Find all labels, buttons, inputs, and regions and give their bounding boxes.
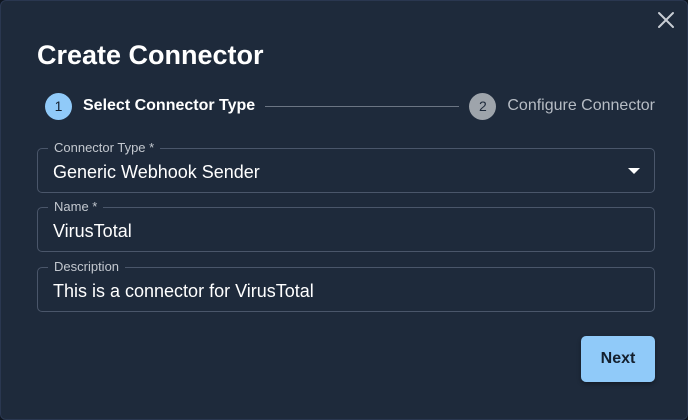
connector-type-label: Connector Type * [48,140,161,156]
connector-type-select[interactable]: Connector Type * Generic Webhook Sender [37,140,655,193]
step-select-connector-type[interactable]: 1 Select Connector Type [45,92,256,120]
close-button[interactable] [653,7,679,33]
stepper: 1 Select Connector Type 2 Configure Conn… [45,92,655,120]
description-value[interactable]: This is a connector for VirusTotal [53,281,314,301]
dropdown-arrow-icon[interactable] [628,168,640,174]
next-button[interactable]: Next [581,336,655,382]
step-number-1: 1 [45,92,72,120]
name-value[interactable]: VirusTotal [53,221,132,241]
step-connector-line [265,105,460,107]
step-number-2: 2 [469,92,497,120]
step-label-2: Configure Connector [507,97,655,114]
name-label: Name * [48,199,104,215]
description-label: Description [48,259,126,275]
name-field[interactable]: Name * VirusTotal [37,199,655,252]
close-icon [658,12,674,28]
step-label-1: Select Connector Type [83,97,256,114]
connector-type-value: Generic Webhook Sender [53,162,260,182]
dialog-title: Create Connector [37,40,264,70]
description-field[interactable]: Description This is a connector for Viru… [37,259,655,312]
step-configure-connector[interactable]: 2 Configure Connector [469,92,655,120]
